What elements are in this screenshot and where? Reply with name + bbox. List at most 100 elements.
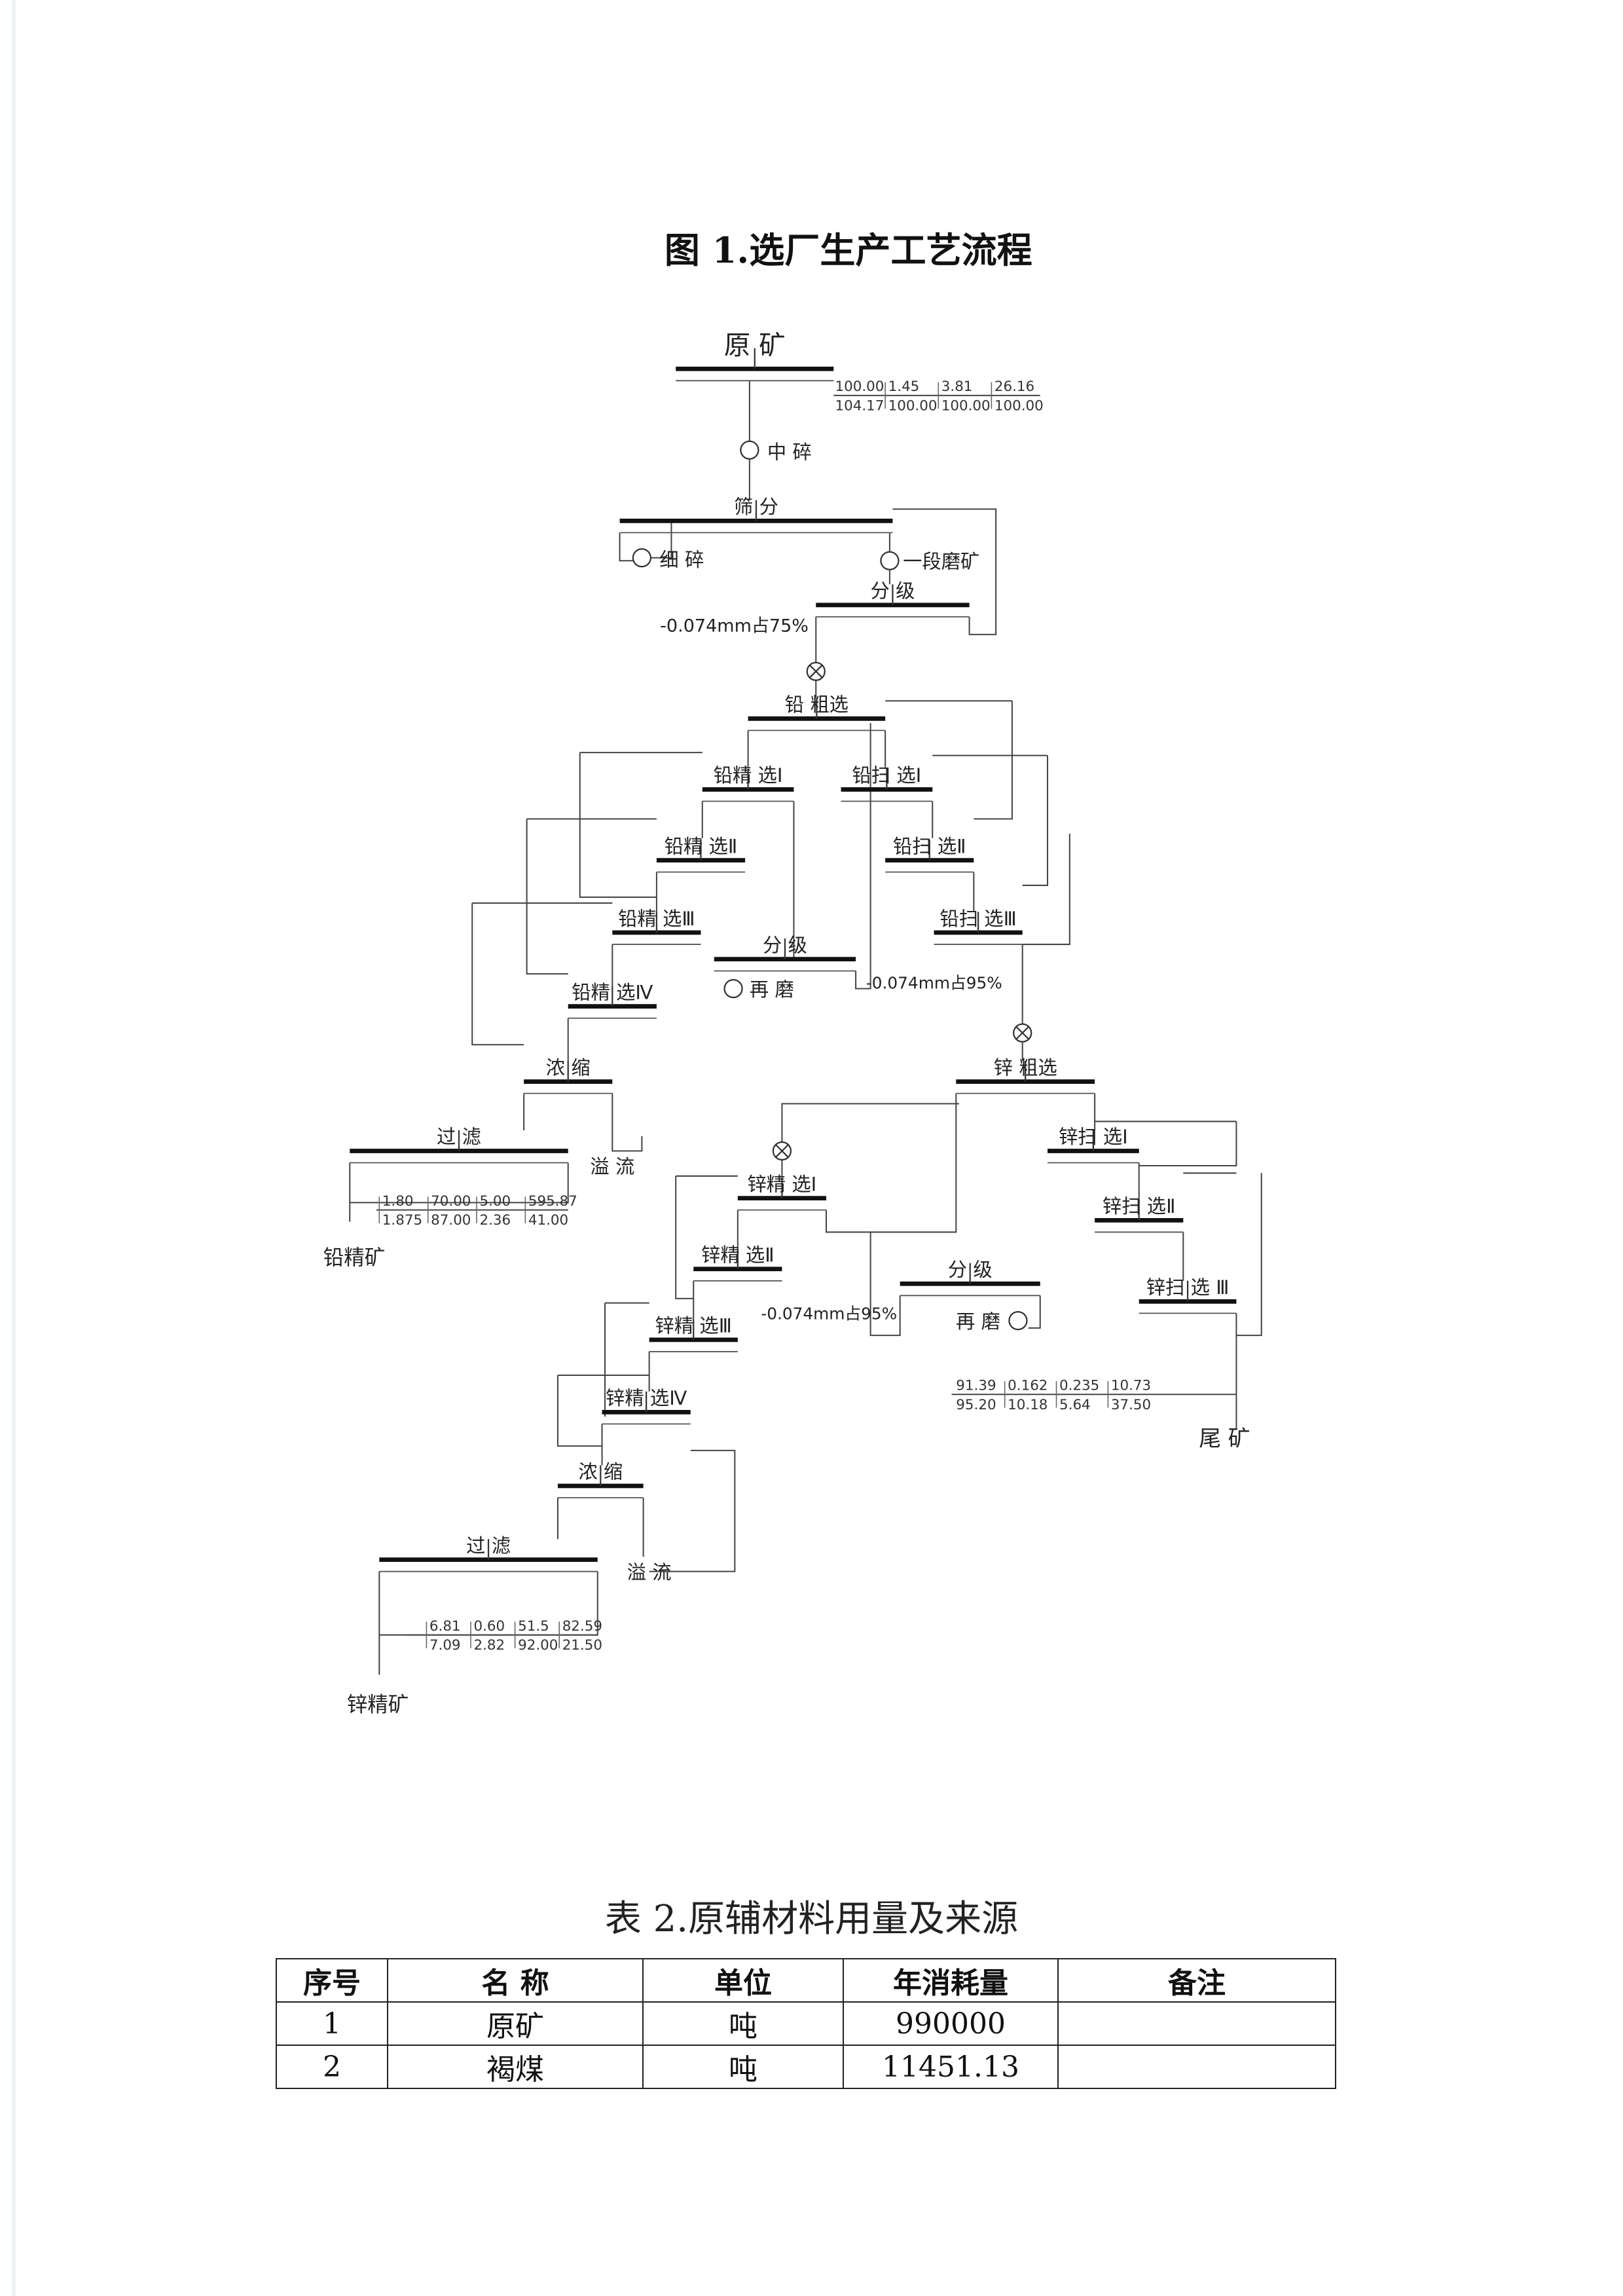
label-zn-rougher: 锌 粗选 [994, 1056, 1057, 1079]
flow-line [526, 819, 568, 975]
balance-raw-ore: 100.00104.171.45100.003.81100.0026.16100… [835, 379, 1044, 414]
flow-line [350, 1162, 569, 1204]
balance-value: 70.00 [431, 1193, 471, 1210]
label-grind-spec1: -0.074mm占75% [660, 616, 809, 636]
flow-line [675, 1176, 694, 1299]
label-zn-scav2: 锌扫 选Ⅱ [1103, 1195, 1176, 1217]
flow-line [556, 1375, 602, 1447]
table-row: 1 原矿 吨 990000 [276, 2001, 1336, 2046]
balance-value: 1.80 [382, 1193, 414, 1210]
label-primary-grind: 一段磨矿 [903, 550, 979, 572]
label-secondary-crush: 中 碎 [767, 441, 812, 464]
label-zn-filter: 过 滤 [466, 1534, 511, 1557]
materials-table: 序号 名 称 单位 年消耗量 备注 1 原矿 吨 990000 2 褐煤 吨 1… [276, 1958, 1336, 2089]
label-pb-cleaner3: 铅精 选Ⅲ [618, 908, 695, 930]
unit-zn-scav1 [1048, 1130, 1139, 1164]
cell: 原矿 [387, 2001, 644, 2046]
label-regrind2: 再 磨 [956, 1310, 1000, 1333]
balance-value: 41.00 [528, 1212, 568, 1229]
unit-pb-cleaner3 [612, 912, 701, 945]
balance-value: 100.00 [941, 398, 991, 414]
cell [1057, 2045, 1336, 2089]
unit-zn-filter [379, 1539, 598, 1572]
cell: 吨 [642, 2045, 844, 2089]
cell: 990000 [843, 2001, 1059, 2046]
flow-line [892, 508, 997, 635]
table-title: 表 2.原辅材料用量及来源 [604, 1898, 1019, 1940]
balance-value: 92.00 [518, 1637, 558, 1654]
flow-line [826, 1093, 957, 1233]
label-pb-scav2: 铅扫 选Ⅱ [893, 835, 966, 857]
balance-value: 0.60 [474, 1618, 505, 1635]
balance-value: 95.20 [956, 1397, 996, 1413]
label-zn-scav3: 锌扫 选 Ⅲ [1146, 1276, 1230, 1299]
unit-pb-scav1 [841, 768, 933, 802]
label-regrind1: 再 磨 [750, 978, 794, 1001]
unit-zn-cleaner3 [649, 1319, 738, 1352]
mill-icon [740, 440, 759, 460]
flow-line [1028, 1295, 1041, 1329]
flow-line [619, 532, 633, 562]
cell: 2 [276, 2045, 388, 2089]
balance-value: 2.82 [474, 1637, 505, 1654]
balance-value: 100.00 [994, 398, 1044, 414]
label-tailings: 尾 矿 [1199, 1426, 1250, 1451]
balance-value: 51.5 [518, 1618, 549, 1635]
label-pb-rougher: 铅 粗选 [785, 694, 848, 716]
label-zn-cleaner4: 锌精 选Ⅳ [606, 1387, 687, 1409]
unit-zn-rougher [956, 1061, 1095, 1094]
flow-line [1236, 1173, 1262, 1337]
balance-value: 21.50 [562, 1637, 602, 1654]
cell: 11451.13 [843, 2045, 1059, 2089]
label-classify2: 分 级 [763, 934, 807, 956]
balance-value: 10.18 [1008, 1397, 1048, 1413]
unit-pb-filter [350, 1130, 568, 1164]
label-zn-concentrate: 锌精矿 [347, 1694, 409, 1717]
balance-value: 0.235 [1059, 1378, 1099, 1394]
label-classify1: 分 级 [870, 580, 915, 602]
balance-value: 10.73 [1111, 1378, 1151, 1394]
unit-pb-cleaner1 [702, 768, 794, 802]
header-cell: 备注 [1057, 1958, 1336, 2003]
balance-value: 82.59 [562, 1618, 602, 1635]
balance-value: 26.16 [994, 379, 1034, 395]
figure-title: 图 1.选厂生产工艺流程 [665, 229, 1032, 271]
balance-value: 91.39 [956, 1378, 996, 1394]
unit-raw-ore [676, 348, 834, 382]
flow-line [1139, 1121, 1237, 1167]
balance-value: 595.87 [528, 1193, 577, 1210]
label-screening: 筛 分 [734, 496, 778, 518]
unit-zn-cleaner1 [737, 1177, 827, 1211]
cell [1057, 2001, 1336, 2046]
cell: 1 [276, 2001, 388, 2046]
balance-value: 104.17 [835, 398, 884, 414]
table-row: 2 褐煤 吨 11451.13 [276, 2045, 1336, 2089]
label-pb-concentrate: 铅精矿 [323, 1246, 386, 1270]
unit-pb-rougher [748, 697, 886, 731]
flow-line [869, 1232, 901, 1337]
balance-value: 37.50 [1111, 1397, 1151, 1413]
balance-value: 0.162 [1008, 1378, 1048, 1394]
unit-pb-scav2 [885, 840, 974, 873]
label-zn-cleaner2: 锌精 选Ⅱ [701, 1244, 775, 1266]
balance-value: 5.64 [1059, 1397, 1091, 1413]
flow-line [649, 1449, 736, 1572]
label-grind-spec3: -0.074mm占95% [761, 1304, 897, 1323]
balance-value: 2.36 [480, 1212, 511, 1229]
balance-value: 100.00 [835, 379, 884, 395]
label-zn-cleaner3: 锌精 选Ⅲ [655, 1315, 732, 1337]
label-pb-cleaner1: 铅精 选Ⅰ [714, 764, 783, 787]
balance-value: 87.00 [431, 1212, 471, 1229]
unit-zn-cleaner2 [693, 1248, 782, 1282]
flow-line [1022, 834, 1070, 946]
label-pb-scav3: 铅扫 选Ⅲ [939, 908, 1016, 930]
unit-zn-thicken [557, 1465, 644, 1498]
balance-value: 1.45 [888, 379, 920, 395]
unit-zn-scav2 [1095, 1199, 1184, 1233]
cell: 吨 [642, 2001, 844, 2046]
flow-line [855, 723, 871, 990]
label-pb-cleaner4: 铅精 选Ⅳ [572, 981, 653, 1003]
